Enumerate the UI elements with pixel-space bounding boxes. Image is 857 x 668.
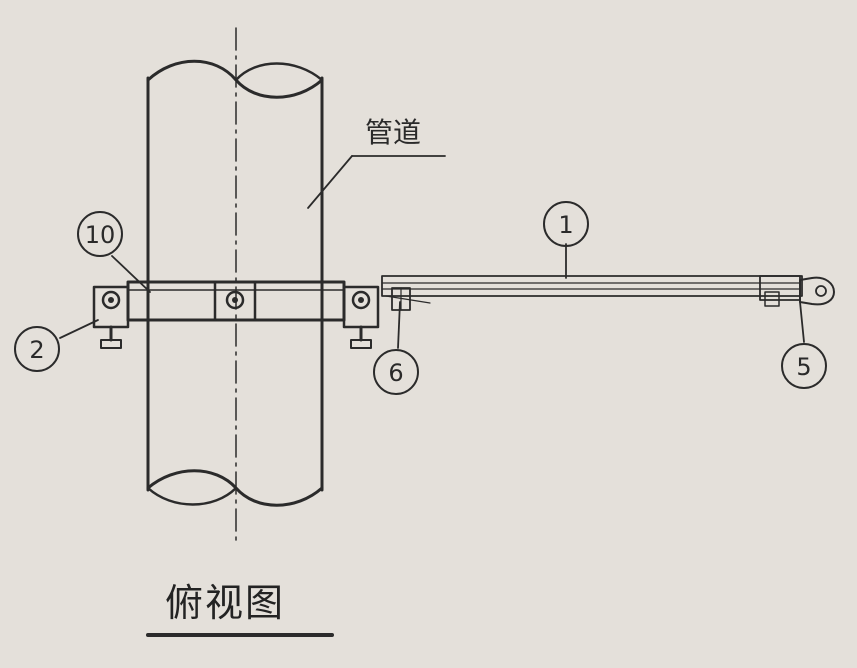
- leader-lines: [59, 155, 805, 349]
- callout-10-text: 10: [85, 221, 116, 249]
- support-arm: [381, 275, 835, 311]
- view-title: 俯视图: [165, 581, 285, 625]
- callout-5: 5: [781, 343, 827, 389]
- callout-1-text: 1: [558, 211, 573, 239]
- callout-6: 6: [373, 349, 419, 395]
- pipe-label: 管道: [365, 116, 421, 149]
- left-clamp-bolt: [92, 285, 130, 349]
- right-clamp-bolt: [342, 285, 380, 349]
- callout-2-text: 2: [29, 336, 44, 364]
- callout-5-text: 5: [796, 353, 811, 381]
- callout-6-text: 6: [388, 359, 403, 387]
- callout-1: 1: [543, 201, 589, 247]
- callout-2: 2: [14, 326, 60, 372]
- callout-10: 10: [77, 211, 123, 257]
